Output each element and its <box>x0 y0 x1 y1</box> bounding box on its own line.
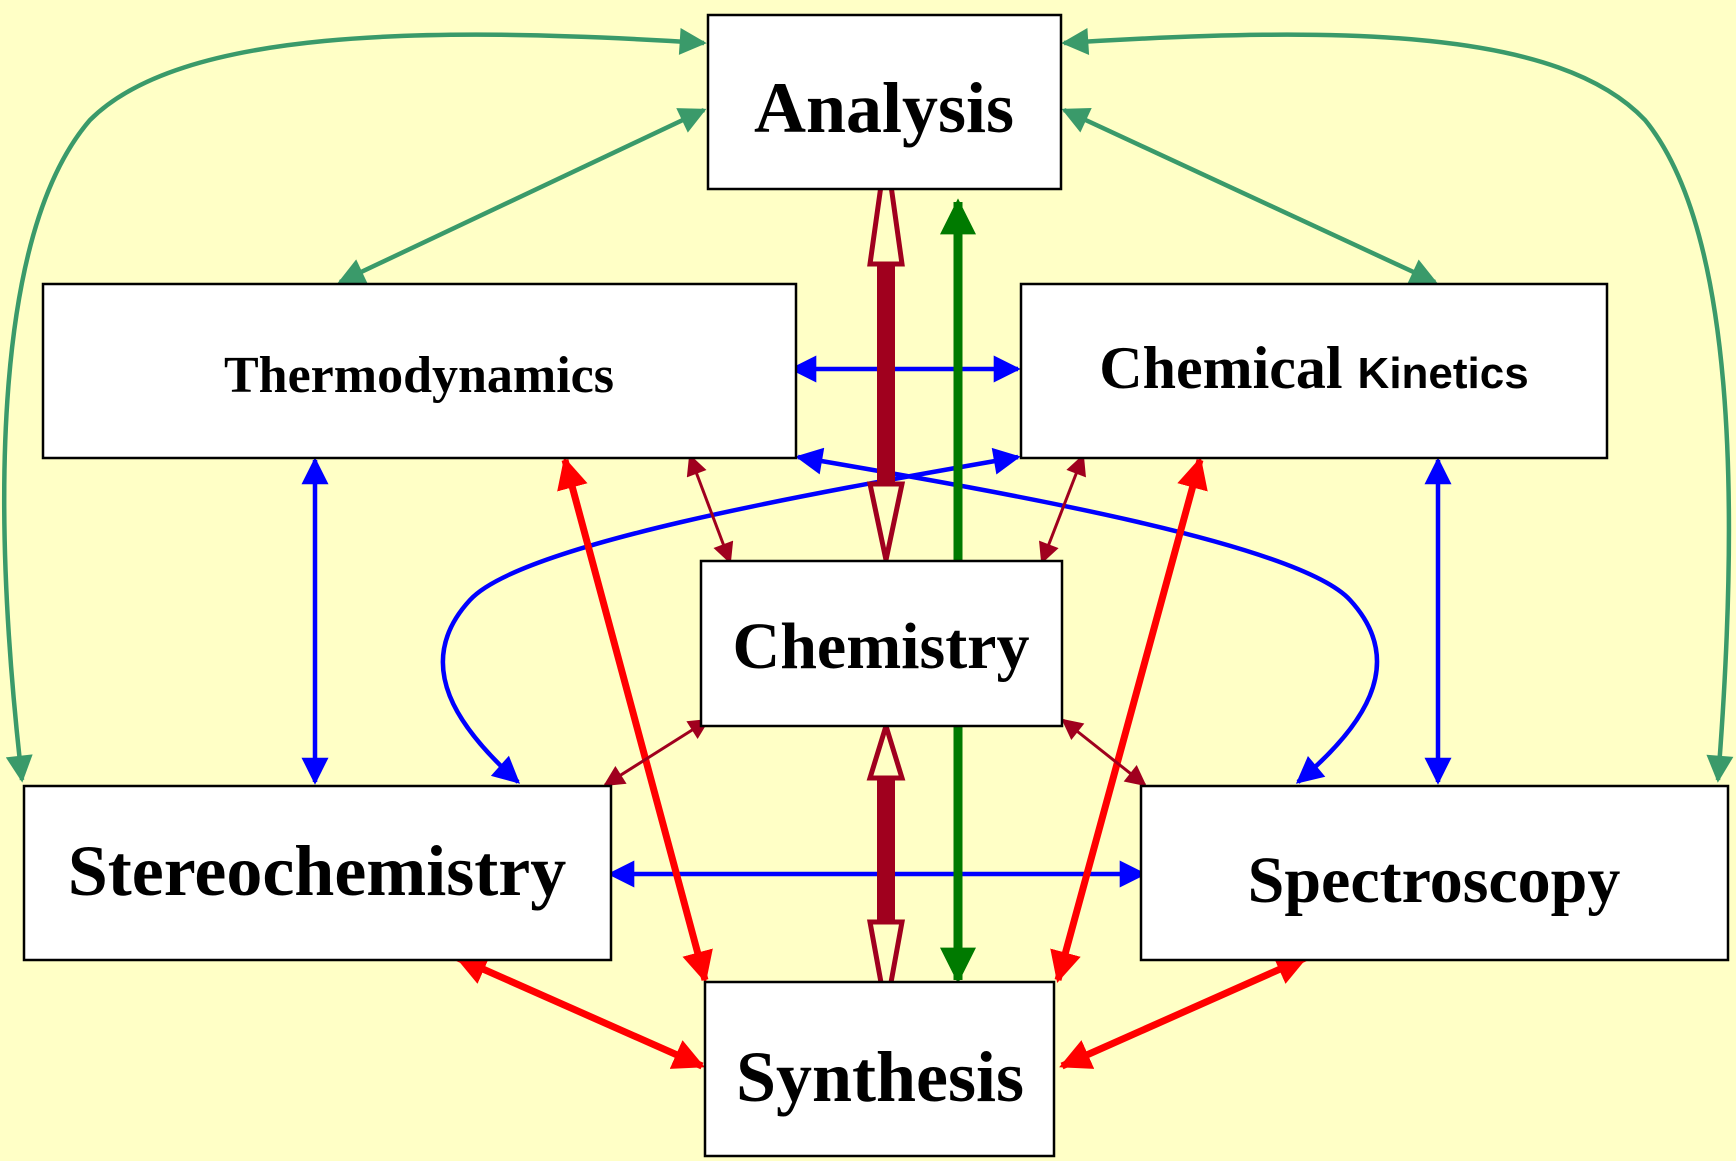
node-stereochemistry: Stereochemistry <box>22 784 613 962</box>
darkred-thick-connections <box>866 149 906 1011</box>
node-label-synthesis: Synthesis <box>736 1037 1024 1117</box>
connector-chemistry-analysis <box>866 149 906 561</box>
node-label-kinetics: Kinetics <box>1358 349 1529 398</box>
connector-analysis-thermodynamics <box>337 107 707 285</box>
connector-chemistry-spectroscopy <box>1061 718 1147 787</box>
connector-chemistry-stereochemistry <box>603 718 710 787</box>
node-label-chemistry: Chemistry <box>733 610 1030 683</box>
connector-analysis-stereochemistry <box>2 27 707 783</box>
node-chemistry: Chemistry <box>699 559 1064 728</box>
node-chemical-kinetics: Chemical Kinetics <box>1019 282 1609 460</box>
connector-spectroscopy-synthesis <box>1059 954 1308 1070</box>
node-synthesis: Synthesis <box>703 980 1056 1158</box>
node-label-chemical-kinetics: Chemical Kinetics <box>1099 335 1528 401</box>
connector-analysis-chemical-kinetics <box>1061 107 1438 285</box>
blue-connections <box>301 355 1452 888</box>
connector-chemistry-synthesis <box>866 717 906 1011</box>
node-analysis: Analysis <box>706 13 1063 191</box>
connector-thermodynamics-spectroscopy <box>795 447 1380 784</box>
node-label-stereochemistry: Stereochemistry <box>68 831 566 911</box>
node-label-analysis: Analysis <box>754 68 1014 148</box>
node-label-spectroscopy: Spectroscopy <box>1248 844 1621 917</box>
connector-chemistry-thermodynamics <box>686 454 734 564</box>
node-spectroscopy: Spectroscopy <box>1139 784 1730 962</box>
node-thermodynamics: Thermodynamics <box>41 282 798 460</box>
green-connections <box>2 27 1734 783</box>
connector-stereochemistry-synthesis <box>455 954 705 1070</box>
node-label-chemical: Chemical <box>1099 335 1342 401</box>
connector-analysis-spectroscopy <box>1061 28 1734 783</box>
connector-chemistry-chemical-kinetics <box>1039 454 1086 564</box>
darkred-thin-connections <box>603 454 1147 787</box>
node-label-thermodynamics: Thermodynamics <box>224 347 614 404</box>
